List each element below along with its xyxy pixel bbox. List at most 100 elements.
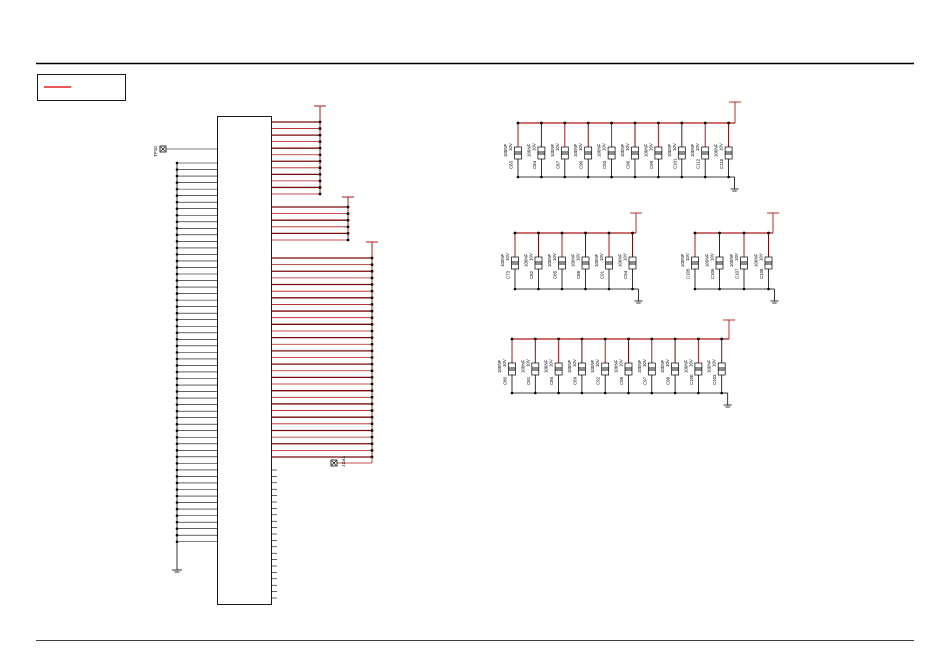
cap-value-label: 100NF — [547, 254, 552, 267]
cap-voltage-label: 10V — [602, 143, 607, 151]
junction-dot — [370, 382, 374, 386]
junction-dot — [175, 370, 179, 374]
cap-value-label: 100NF — [571, 254, 576, 267]
junction-dot — [370, 369, 374, 373]
test-point-right: TP27 — [330, 456, 346, 467]
junction-dot — [175, 318, 179, 322]
cap-body — [724, 146, 733, 160]
junction-dot — [175, 200, 179, 204]
cap-ref-label: C105 — [686, 268, 691, 279]
ic-left-pins — [166, 148, 218, 573]
junction-dot — [175, 194, 179, 197]
junction-dot — [175, 540, 179, 544]
ic-right-pins — [271, 105, 378, 599]
junction-dot — [175, 396, 179, 400]
junction-dot — [693, 287, 697, 291]
cap-ref-label: C87 — [555, 160, 560, 169]
cap-body — [677, 146, 686, 160]
junction-dot — [175, 233, 179, 237]
junction-dot — [175, 285, 179, 289]
junction-dot — [175, 240, 179, 243]
cap-ref-label: C94 — [623, 270, 628, 279]
junction-dot — [346, 238, 350, 242]
test-point-left-label: TP10 — [153, 146, 158, 157]
junction-dot — [346, 205, 350, 209]
junction-dot — [175, 403, 179, 406]
junction-dot — [718, 287, 721, 291]
cap-ref-label: C103 — [712, 374, 717, 385]
junction-dot — [370, 402, 374, 406]
junction-dot — [370, 362, 374, 366]
cap-body — [740, 256, 748, 270]
cap-voltage-label: 10V — [531, 143, 536, 151]
cap-body — [534, 256, 543, 270]
cap-value-label: 100NF — [497, 360, 502, 373]
cap-value-label: 100NF — [620, 144, 625, 157]
cap-body — [531, 362, 540, 376]
junction-dot — [318, 186, 322, 189]
cap-ref-label: C96 — [626, 160, 631, 169]
junction-dot — [370, 303, 374, 306]
junction-dot — [680, 121, 684, 125]
junction-dot — [603, 337, 607, 341]
junction-dot — [175, 305, 179, 308]
cap-body — [715, 256, 724, 270]
cap-value-label: 100NF — [614, 360, 619, 373]
junction-dot — [175, 390, 179, 393]
cap-voltage-label: 10V — [688, 359, 693, 367]
cap-value-label: 100NF — [526, 144, 531, 157]
cap-value-label: 100NF — [680, 254, 685, 267]
cap-body — [508, 362, 516, 376]
cap-voltage-label: 10V — [710, 253, 715, 261]
junction-dot — [175, 311, 179, 315]
junction-dot — [610, 121, 613, 125]
cap-body — [654, 146, 663, 160]
junction-dot — [175, 501, 179, 504]
junction-dot — [175, 364, 179, 367]
junction-dot — [631, 287, 634, 291]
cap-body — [560, 146, 569, 160]
junction-dot — [563, 175, 567, 179]
junction-dot — [727, 175, 730, 179]
junction-dot — [175, 429, 179, 433]
junction-dot — [370, 395, 374, 399]
cap-ref-label: C89 — [572, 376, 577, 385]
junction-dot — [537, 287, 540, 291]
cap-ref-label: C84 — [532, 160, 537, 169]
cap-value-label: 100NF — [754, 254, 759, 267]
junction-dot — [680, 175, 684, 179]
cap-voltage-label: 10V — [642, 359, 647, 367]
cap-voltage-label: 10V — [685, 253, 690, 261]
junction-dot — [673, 391, 677, 395]
cap-body — [694, 362, 703, 376]
cap-body — [691, 256, 699, 270]
junction-dot — [720, 391, 723, 395]
junction-dot — [370, 442, 374, 446]
junction-dot — [533, 337, 537, 341]
cap-value-label: 100NF — [590, 360, 595, 373]
junction-dot — [580, 337, 584, 341]
junction-dot — [557, 391, 560, 395]
cap-voltage-label: 10V — [599, 253, 604, 261]
junction-dot — [175, 416, 179, 419]
cap-value-label: 100NF — [705, 254, 710, 267]
cap-voltage-label: 10V — [625, 143, 630, 151]
test-point-right-label: TP27 — [341, 456, 346, 467]
cap-body — [514, 146, 522, 160]
cap-value-label: 100NF — [707, 360, 712, 373]
cap-ref-label: C80 — [503, 376, 508, 385]
cap-body — [631, 146, 639, 160]
cap-voltage-label: 10V — [623, 253, 628, 261]
cap-voltage-label: 10V — [576, 253, 581, 261]
junction-dot — [175, 494, 179, 498]
junction-dot — [318, 146, 322, 150]
junction-dot — [175, 455, 179, 459]
junction-dot — [175, 383, 179, 387]
